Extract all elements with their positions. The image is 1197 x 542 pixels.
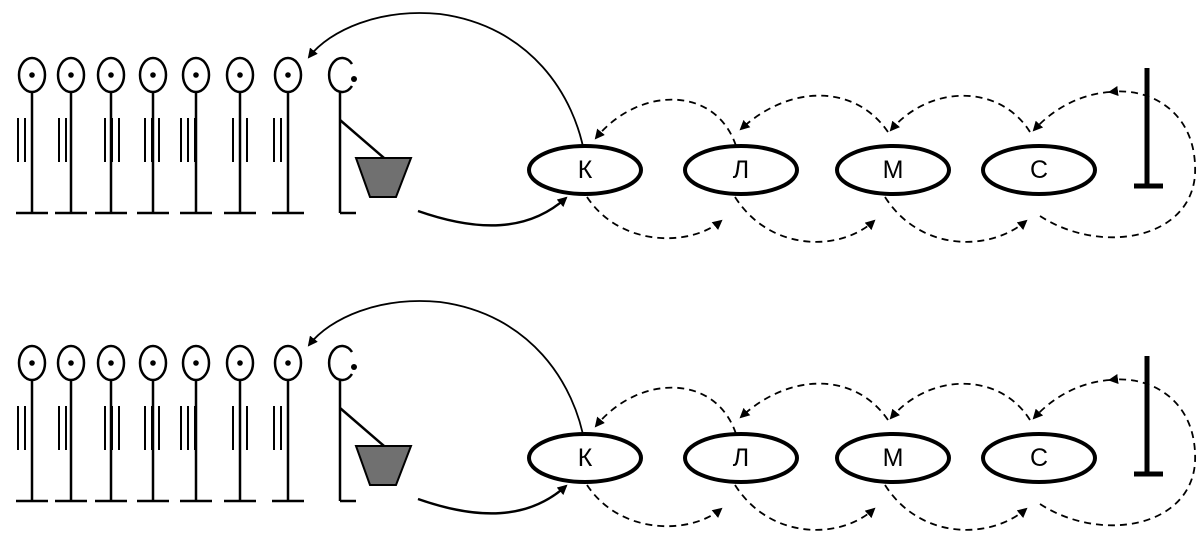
relay-top-arrow [594, 386, 740, 446]
station-label: М [883, 444, 904, 472]
relay-top-arrow [1032, 379, 1111, 420]
runner-figure [16, 56, 48, 215]
relay-turn-arrow [1039, 374, 1196, 527]
relay-top-arrow [889, 94, 1031, 133]
return-to-start-arrow [307, 12, 586, 158]
runner-figure [55, 56, 87, 215]
return-to-start-arrow [307, 300, 586, 446]
relay-top-arrow [889, 382, 1031, 421]
relay-bottom-arrow [586, 196, 723, 240]
station-label: С [1030, 156, 1048, 184]
runner-figure [95, 56, 127, 215]
relay-bottom-arrow [884, 484, 1028, 531]
station: С [981, 144, 1097, 196]
station: С [981, 432, 1097, 484]
station-ellipse [981, 144, 1097, 196]
relay-top-arrow [739, 94, 889, 133]
relay-turn-arrow [1039, 86, 1196, 239]
runner-figure [137, 56, 169, 215]
station-label: М [883, 156, 904, 184]
station-ellipse [683, 432, 799, 484]
station-ellipse [981, 432, 1097, 484]
station-label: Л [733, 156, 749, 184]
runner-figure [224, 56, 256, 215]
station: М [835, 432, 951, 484]
runner-figure [180, 344, 212, 503]
bucket-icon [354, 445, 413, 486]
runner-figure [224, 344, 256, 503]
station: Л [683, 432, 799, 484]
station-ellipse [835, 432, 951, 484]
path-to-first-station-arrow [417, 196, 568, 227]
runner-figure [55, 344, 87, 503]
station-label: К [578, 156, 593, 184]
runner-figure [16, 344, 48, 503]
station-ellipse [527, 432, 643, 484]
runner-with-bucket [327, 56, 413, 215]
runner-figure [180, 56, 212, 215]
station: Л [683, 144, 799, 196]
finish-post [1134, 68, 1163, 189]
station-label: Л [733, 444, 749, 472]
runner-figure [272, 344, 304, 503]
station-ellipse [527, 144, 643, 196]
station-ellipse [683, 144, 799, 196]
runner-figure [272, 56, 304, 215]
station: К [527, 432, 643, 484]
runner-figure [95, 344, 127, 503]
relay-top-arrow [594, 98, 740, 158]
finish-post [1134, 356, 1163, 477]
bucket-icon [354, 157, 413, 198]
relay-bottom-arrow [734, 484, 876, 531]
station: М [835, 144, 951, 196]
station-label: К [578, 444, 593, 472]
relay-bottom-arrow [884, 196, 1028, 243]
station-ellipse [835, 144, 951, 196]
path-to-first-station-arrow [417, 484, 568, 515]
relay-top-arrow [1032, 91, 1111, 132]
relay-bottom-arrow [586, 484, 723, 528]
station: К [527, 144, 643, 196]
runner-figure [137, 344, 169, 503]
relay-top-arrow [739, 382, 889, 421]
station-label: С [1030, 444, 1048, 472]
runner-with-bucket [327, 344, 413, 503]
relay-bottom-arrow [734, 196, 876, 243]
